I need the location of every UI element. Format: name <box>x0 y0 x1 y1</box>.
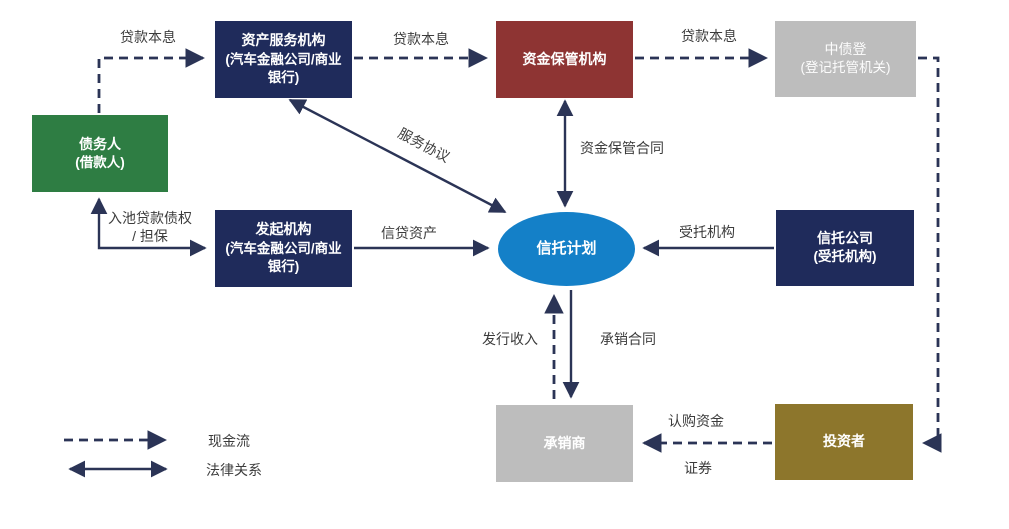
node-asset-servicer: 资产服务机构 (汽车金融公司/商业银行) <box>215 21 352 98</box>
node-asset-servicer-subtitle: (汽车金融公司/商业银行) <box>225 51 342 86</box>
node-fund-custodian-title: 资金保管机构 <box>522 50 607 67</box>
node-debtor-subtitle: (借款人) <box>75 154 125 170</box>
edge-cash-debtor-to-servicer <box>97 48 205 113</box>
node-originator: 发起机构 (汽车金融公司/商业银行) <box>215 210 352 287</box>
node-trust-company-title: 信托公司 <box>817 230 873 247</box>
node-ccdc: 中债登 (登记托管机关) <box>775 21 916 97</box>
edge-label-pooled-loan-line2: / 担保 <box>132 228 168 244</box>
legend-label-legal-relation: 法律关系 <box>206 462 262 478</box>
edge-legal-pooled-loan <box>90 197 207 257</box>
node-asset-servicer-title: 资产服务机构 <box>241 32 326 49</box>
edge-cash-ccdc-to-investor <box>918 56 942 453</box>
node-investor-title: 投资者 <box>823 433 865 450</box>
edge-label-loan-principal-interest-3: 贷款本息 <box>681 28 737 44</box>
edge-label-credit-assets: 信贷资产 <box>381 225 437 241</box>
edge-label-underwriting-contract: 承销合同 <box>600 331 656 347</box>
node-underwriter-title: 承销商 <box>543 434 586 451</box>
node-debtor: 债务人 (借款人) <box>32 115 168 192</box>
node-fund-custodian: 资金保管机构 <box>496 21 633 98</box>
edge-label-trustee: 受托机构 <box>679 224 735 240</box>
edge-label-loan-principal-interest-2: 贷款本息 <box>393 31 449 47</box>
node-ccdc-subtitle: (登记托管机关) <box>800 60 891 76</box>
node-trust-company: 信托公司 (受托机构) <box>776 210 914 286</box>
node-originator-subtitle: (汽车金融公司/商业银行) <box>225 240 342 275</box>
legend-label-cash-flow: 现金流 <box>208 433 250 449</box>
edge-legal-service-agreement <box>288 98 507 214</box>
node-underwriter: 承销商 <box>496 405 633 482</box>
node-originator-title: 发起机构 <box>255 221 312 238</box>
node-trust-plan-title: 信托计划 <box>536 239 597 257</box>
edge-label-pooled-loan-line1: 入池贷款债权 <box>108 209 192 226</box>
edge-label-custody-contract: 资金保管合同 <box>580 140 664 156</box>
edge-label-subscription-funds: 认购资金 <box>668 413 724 429</box>
edge-label-loan-principal-interest-1: 贷款本息 <box>120 29 176 45</box>
edge-label-pooled-loan: 入池贷款债权 / 担保 <box>108 209 192 245</box>
edge-label-issuance-income: 发行收入 <box>482 331 538 347</box>
edge-label-securities: 证券 <box>684 460 712 476</box>
node-trust-plan: 信托计划 <box>498 212 635 286</box>
node-debtor-title: 债务人 <box>79 135 121 152</box>
node-investor: 投资者 <box>775 404 913 480</box>
node-trust-company-subtitle: (受托机构) <box>813 249 877 265</box>
node-ccdc-title: 中债登 <box>824 41 867 58</box>
